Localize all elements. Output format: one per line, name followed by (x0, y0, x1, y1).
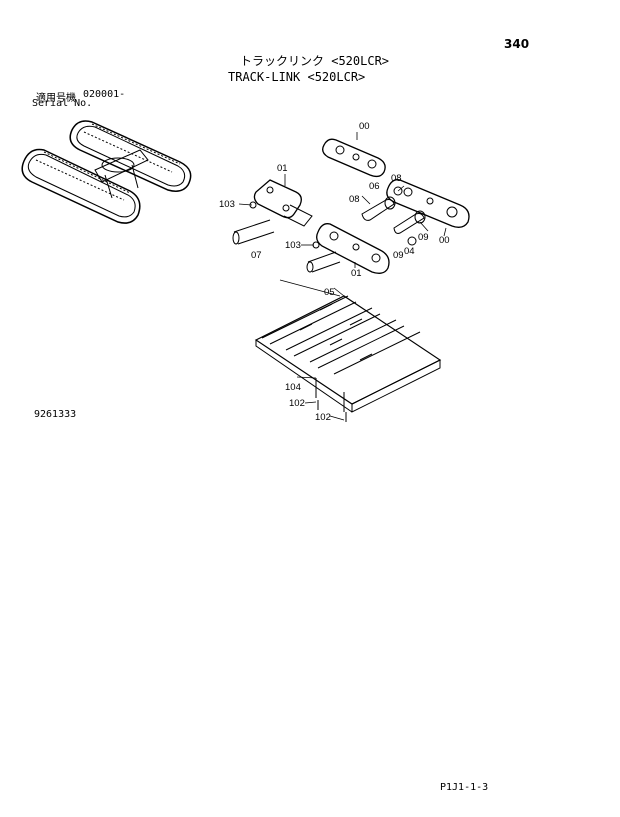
callout-103-upper: 103 (219, 199, 235, 210)
track-link-upper-illustration (232, 138, 470, 274)
callout-102-left: 102 (289, 398, 305, 409)
serial-label-english: Serial No. (32, 98, 93, 109)
callout-labels: 00 06 08 01 103 08 07 103 04 09 09 00 01… (219, 121, 450, 423)
callout-04: 04 (404, 246, 415, 257)
track-shoe-illustration (254, 295, 442, 422)
title-english: TRACK-LINK <520LCR> (228, 70, 366, 84)
callout-01-upper: 01 (277, 163, 288, 174)
callout-leader-lines (238, 132, 447, 421)
drawing-number: 9261333 (34, 409, 77, 420)
callout-07: 07 (251, 250, 262, 261)
callout-09-right: 09 (418, 232, 429, 243)
callout-01-lower: 01 (351, 268, 362, 279)
crawler-overview-illustration (21, 120, 192, 224)
callout-05: 05 (324, 287, 335, 298)
callout-06: 06 (369, 181, 380, 192)
callout-102-bottom: 102 (315, 412, 331, 423)
serial-number-range: 020001- (83, 89, 126, 100)
callout-08-upper: 08 (391, 173, 402, 184)
callout-00-right: 00 (439, 235, 450, 246)
callout-103-lower: 103 (285, 240, 301, 251)
page-code: P1J1-1-3 (440, 782, 489, 793)
callout-09-middle: 09 (393, 250, 404, 261)
callout-00-top: 00 (359, 121, 370, 132)
title-japanese: トラックリンク <520LCR> (240, 54, 390, 68)
serial-label-japanese: 適用号機 (36, 93, 76, 104)
callout-08-lower: 08 (349, 194, 360, 205)
page-number: 340 (504, 37, 530, 51)
callout-104: 104 (285, 382, 301, 393)
